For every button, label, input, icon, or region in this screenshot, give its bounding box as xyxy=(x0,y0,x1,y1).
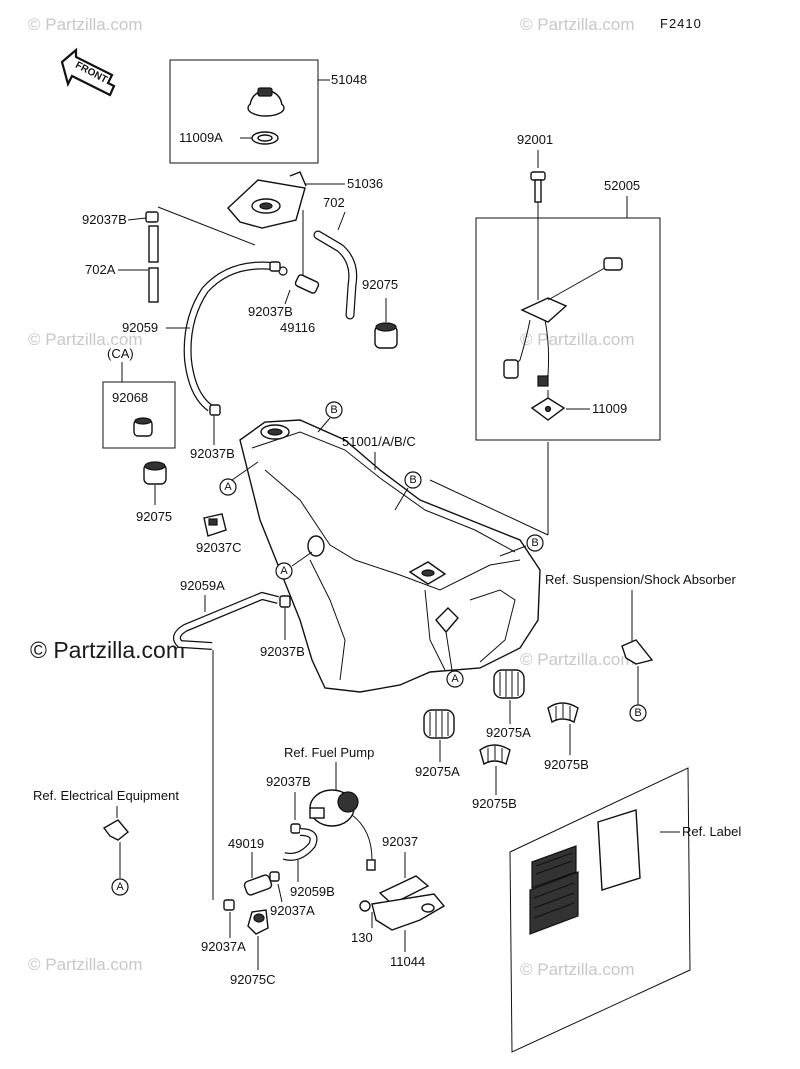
callout-a-label: A xyxy=(451,673,459,685)
part-label: 702A xyxy=(85,262,116,277)
ref-label: Ref. Fuel Pump xyxy=(284,745,374,760)
part-label: 11009 xyxy=(592,401,627,416)
callout-b-label: B xyxy=(531,537,538,549)
watermark: © Partzilla.com xyxy=(28,330,143,349)
hose-702A: 92037B 702A xyxy=(82,206,256,303)
ref-label: Ref. Suspension/Shock Absorber xyxy=(545,572,736,587)
callout-b-3: B xyxy=(499,534,544,557)
ref-suspension: Ref. Suspension/Shock Absorber B xyxy=(545,572,736,722)
watermark: © Partzilla.com xyxy=(28,15,143,34)
clamp-92037B-left: 92037B xyxy=(190,404,235,461)
hose-92059A: 92059A 92037B xyxy=(172,578,305,900)
part-label: 92059 xyxy=(122,320,158,335)
hose-92059: 92059 xyxy=(122,261,281,412)
part-label: 92037A xyxy=(270,903,315,918)
part-label: 52005 xyxy=(604,178,640,193)
part-label: 92059A xyxy=(180,578,225,593)
watermark: © Partzilla.com xyxy=(520,960,635,979)
fuel-tank: 51001/A/B/C xyxy=(239,419,549,693)
hose-702: 702 xyxy=(313,195,358,320)
part-label: 11044 xyxy=(390,954,425,969)
filler-neck: 51036 xyxy=(227,171,383,275)
watermarks: © Partzilla.com © Partzilla.com © Partzi… xyxy=(28,15,635,979)
part-label: 92037B xyxy=(82,212,127,227)
callout-a-2: A xyxy=(275,551,313,580)
part-label: 702 xyxy=(323,195,345,210)
part-label: 51036 xyxy=(347,176,383,191)
fuel-sender-group: 92001 52005 11009 xyxy=(475,132,661,441)
diagram-code: F2410 xyxy=(660,16,702,31)
part-label: 92068 xyxy=(112,390,148,405)
damper-92075B-2: 92075B xyxy=(472,744,517,811)
watermark-large: © Partzilla.com xyxy=(30,637,185,663)
part-label: 92075B xyxy=(544,757,589,772)
part-label: 92075B xyxy=(472,796,517,811)
callout-b-label: B xyxy=(409,474,416,486)
fuel-pump-group: Ref. Fuel Pump 92037B 49019 92059B 92037… xyxy=(201,745,376,987)
callout-b-2: B xyxy=(394,471,422,511)
callout-b-1: B xyxy=(317,401,343,433)
grommet-92075-left: 92075 xyxy=(136,461,172,524)
callout-a-1: A xyxy=(219,461,259,496)
front-arrow-icon: FRONT xyxy=(60,47,116,97)
part-label: 92037B xyxy=(190,446,235,461)
part-label: 92037 xyxy=(382,834,418,849)
callout-a-3: A xyxy=(445,631,464,688)
fuel-cap-group: 51048 11009A xyxy=(169,59,367,164)
part-label: 92037B xyxy=(260,644,305,659)
part-label: 92037B xyxy=(266,774,311,789)
watermark: © Partzilla.com xyxy=(520,650,635,669)
watermark: © Partzilla.com xyxy=(520,330,635,349)
part-label: 92037C xyxy=(196,540,242,555)
part-label: 11009A xyxy=(179,130,223,145)
callout-a-label: A xyxy=(116,881,124,893)
part-label: 92075 xyxy=(136,509,172,524)
part-label: 51048 xyxy=(331,72,367,87)
callout-b-label: B xyxy=(634,707,641,719)
part-label: 130 xyxy=(351,930,373,945)
ref-label: Ref. Electrical Equipment xyxy=(33,788,179,803)
valve-49116: 92037B 49116 xyxy=(248,266,320,335)
damper-92075A-1: 92075A xyxy=(486,669,531,740)
part-label: 92001 xyxy=(517,132,553,147)
part-label: (CA) xyxy=(107,346,134,361)
grommet-92075-top: 92075 xyxy=(362,277,398,349)
part-label: 49019 xyxy=(228,836,264,851)
part-label: 92075 xyxy=(362,277,398,292)
part-label: 92075A xyxy=(415,764,460,779)
watermark: © Partzilla.com xyxy=(520,15,635,34)
ca-group: (CA) 92068 xyxy=(102,346,176,449)
part-label: 92037B xyxy=(248,304,293,319)
clip-92037C: 92037C xyxy=(196,513,242,555)
ref-label: Ref. Label xyxy=(682,824,741,839)
damper-92075B-1: 92075B xyxy=(544,702,589,772)
part-label: 92037A xyxy=(201,939,246,954)
part-label: 92075A xyxy=(486,725,531,740)
ref-label-panel: Ref. Label xyxy=(509,767,741,1053)
ref-electrical: Ref. Electrical Equipment A xyxy=(33,788,179,896)
callout-a-label: A xyxy=(224,481,232,493)
watermark: © Partzilla.com xyxy=(28,955,143,974)
damper-92075A-2: 92075A xyxy=(415,709,460,779)
callout-b-label: B xyxy=(330,404,337,416)
part-label: 92075C xyxy=(230,972,276,987)
part-label: 51001/A/B/C xyxy=(342,434,416,449)
callout-a-label: A xyxy=(280,565,288,577)
part-label: 92059B xyxy=(290,884,335,899)
part-label: 49116 xyxy=(280,320,315,335)
bracket-11044: 92037 130 11044 xyxy=(351,834,446,969)
